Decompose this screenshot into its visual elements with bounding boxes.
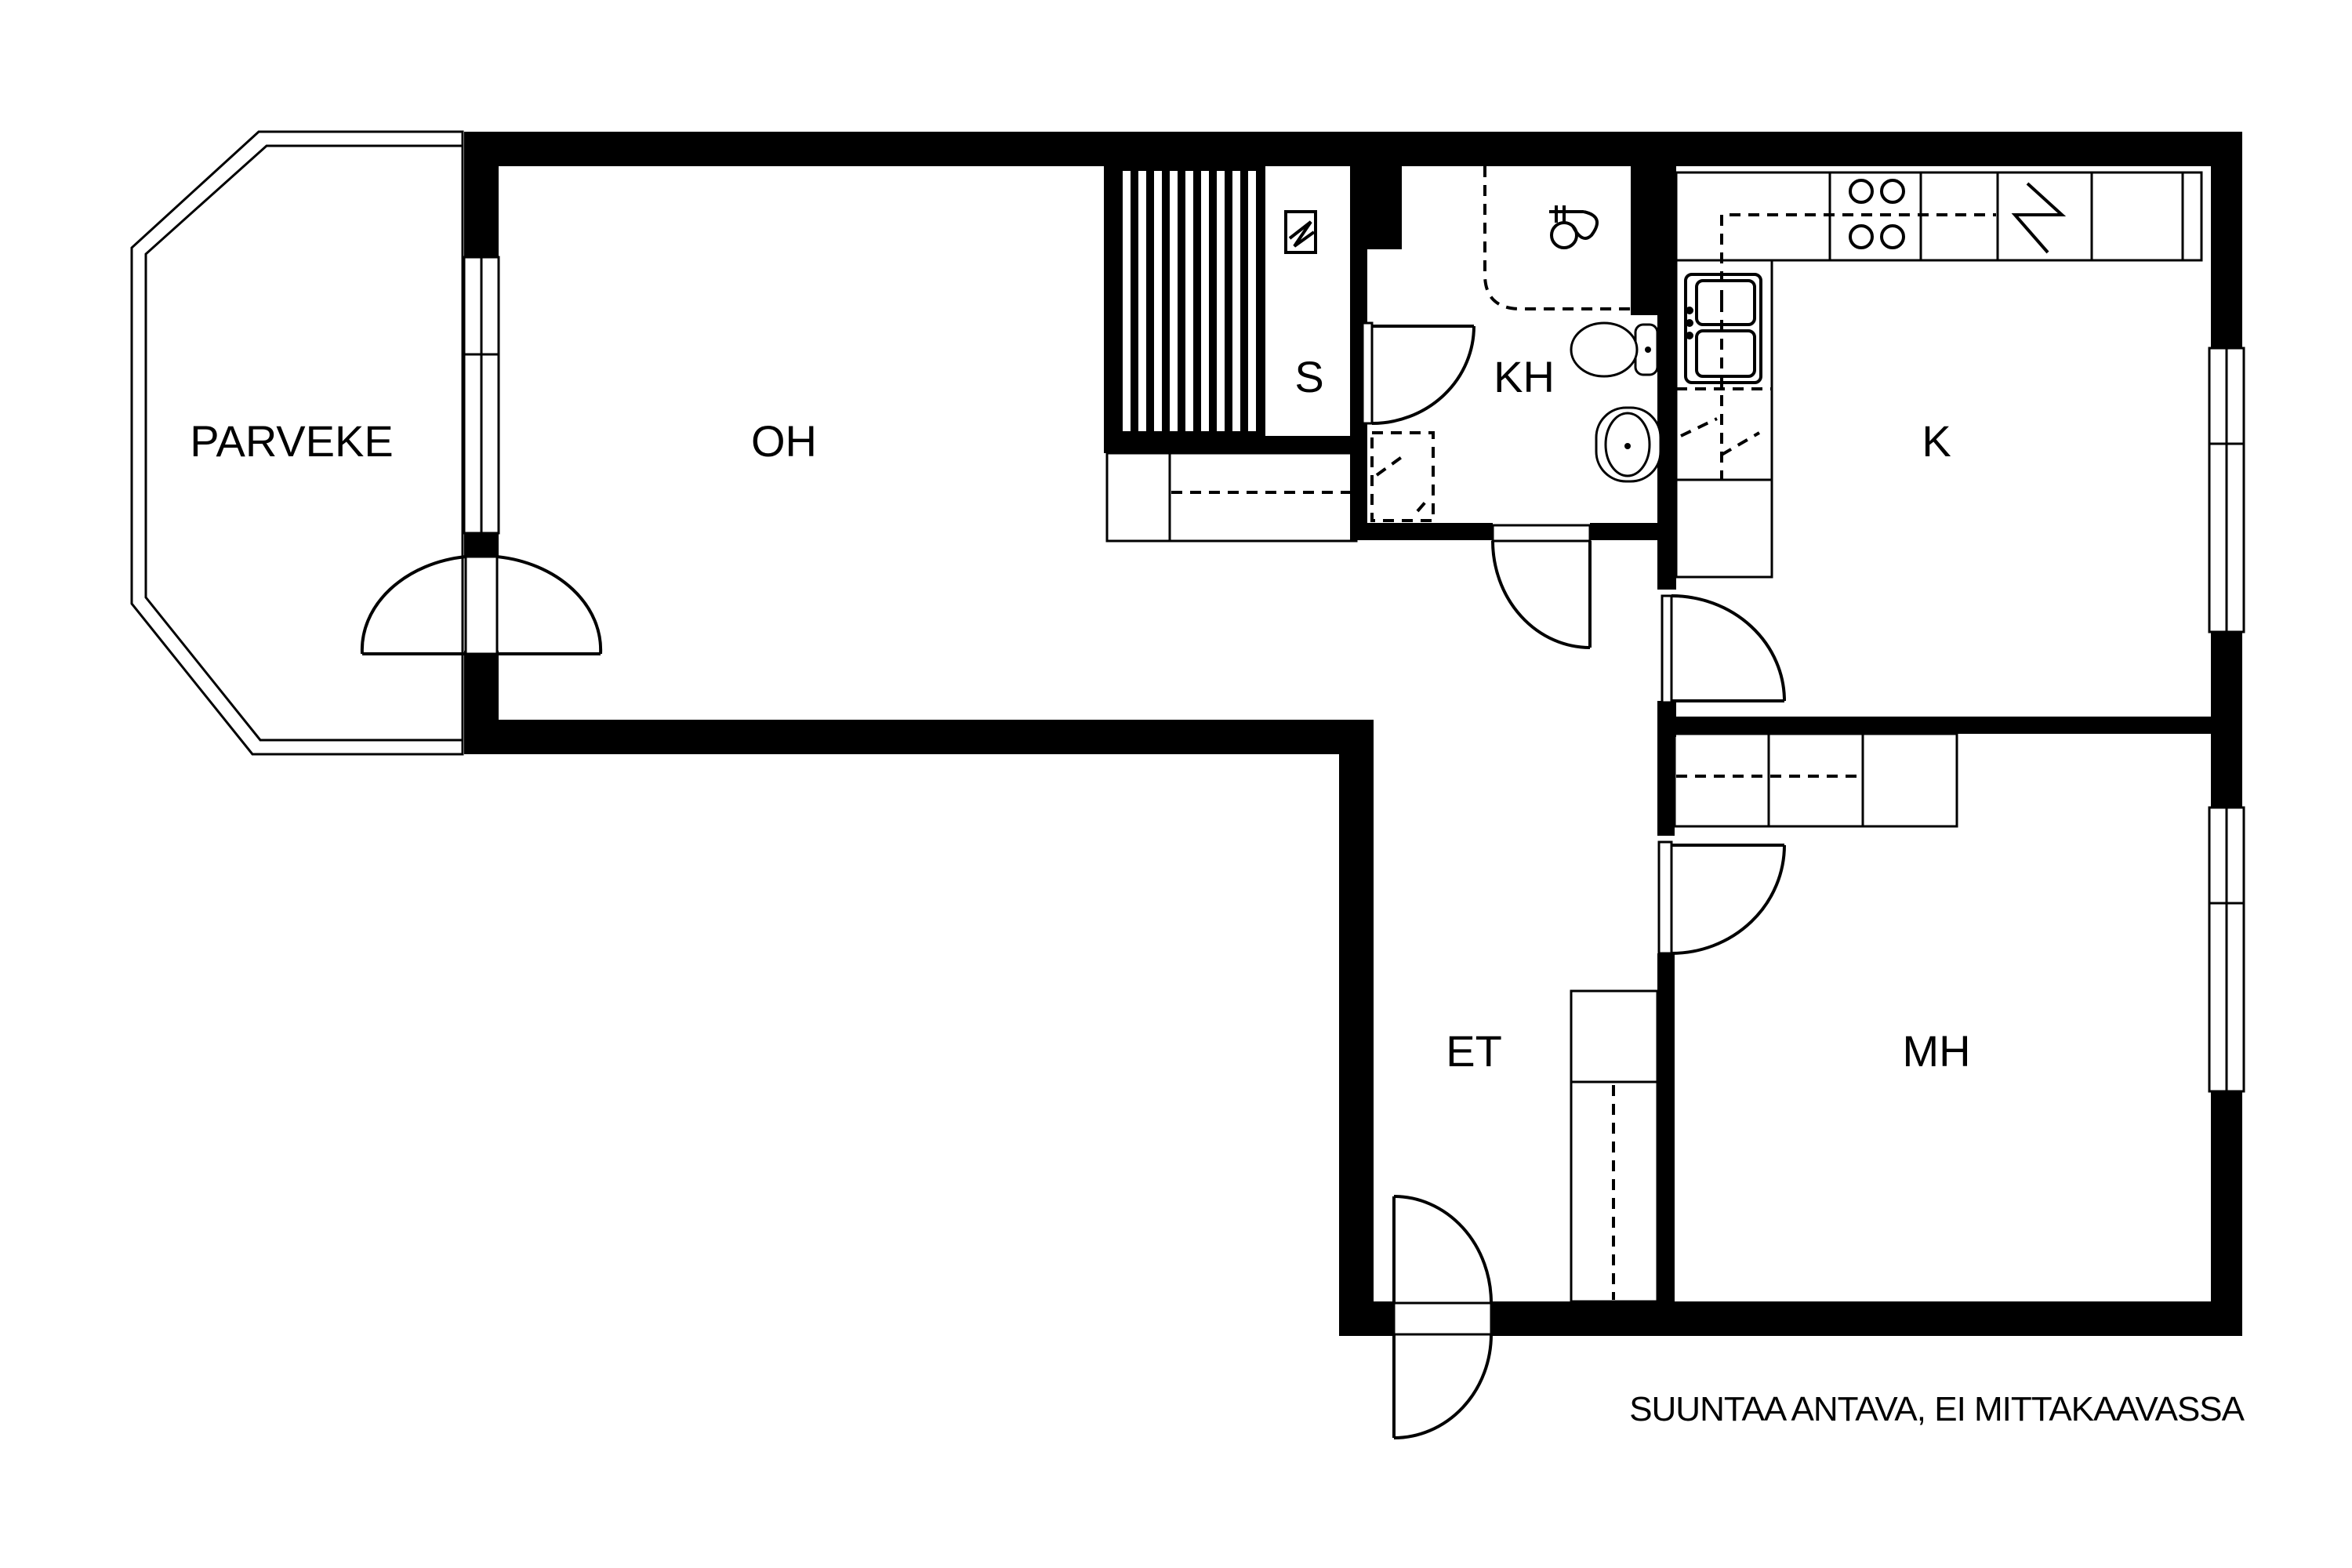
bedroom-door <box>1657 840 1786 955</box>
room-label-mh: MH <box>1902 1026 1970 1076</box>
hallway-wardrobe <box>1570 989 1659 1303</box>
toilet-icon <box>1570 321 1659 378</box>
sauna-cabinets <box>1105 452 1358 543</box>
room-label-k: K <box>1922 416 1951 466</box>
room-label-parveke: PARVEKE <box>190 416 393 466</box>
washing-machine-space <box>1370 431 1435 522</box>
washbasin-icon <box>1595 406 1662 483</box>
double-sink-icon <box>1684 273 1762 384</box>
balcony-door <box>360 555 603 655</box>
bathroom-door <box>1491 524 1592 649</box>
sauna-bench <box>1115 166 1265 436</box>
window-bedroom <box>2208 806 2245 1093</box>
balcony-outline <box>130 130 464 756</box>
bedroom-wardrobe <box>1673 732 1958 828</box>
window-living-room <box>463 256 500 535</box>
shower-area <box>1483 166 1631 310</box>
room-label-et: ET <box>1446 1026 1502 1076</box>
entrance-door <box>1392 1195 1493 1439</box>
stove-icon <box>1849 179 1905 249</box>
fridge-icon <box>2011 182 2067 254</box>
room-label-s: S <box>1294 352 1323 401</box>
kitchen-door <box>1661 594 1786 704</box>
window-kitchen <box>2208 347 2245 633</box>
shower-icon <box>1549 205 1599 249</box>
sauna-stove-icon <box>1284 210 1317 254</box>
walls <box>464 132 2242 1336</box>
sauna-door <box>1361 321 1475 425</box>
scale-disclaimer: SUUNTAA ANTAVA, EI MITTAKAAVASSA <box>1629 1390 2245 1428</box>
room-label-kh: KH <box>1494 352 1555 401</box>
kitchen-counter-top <box>1675 171 2203 301</box>
room-label-oh: OH <box>751 416 817 466</box>
